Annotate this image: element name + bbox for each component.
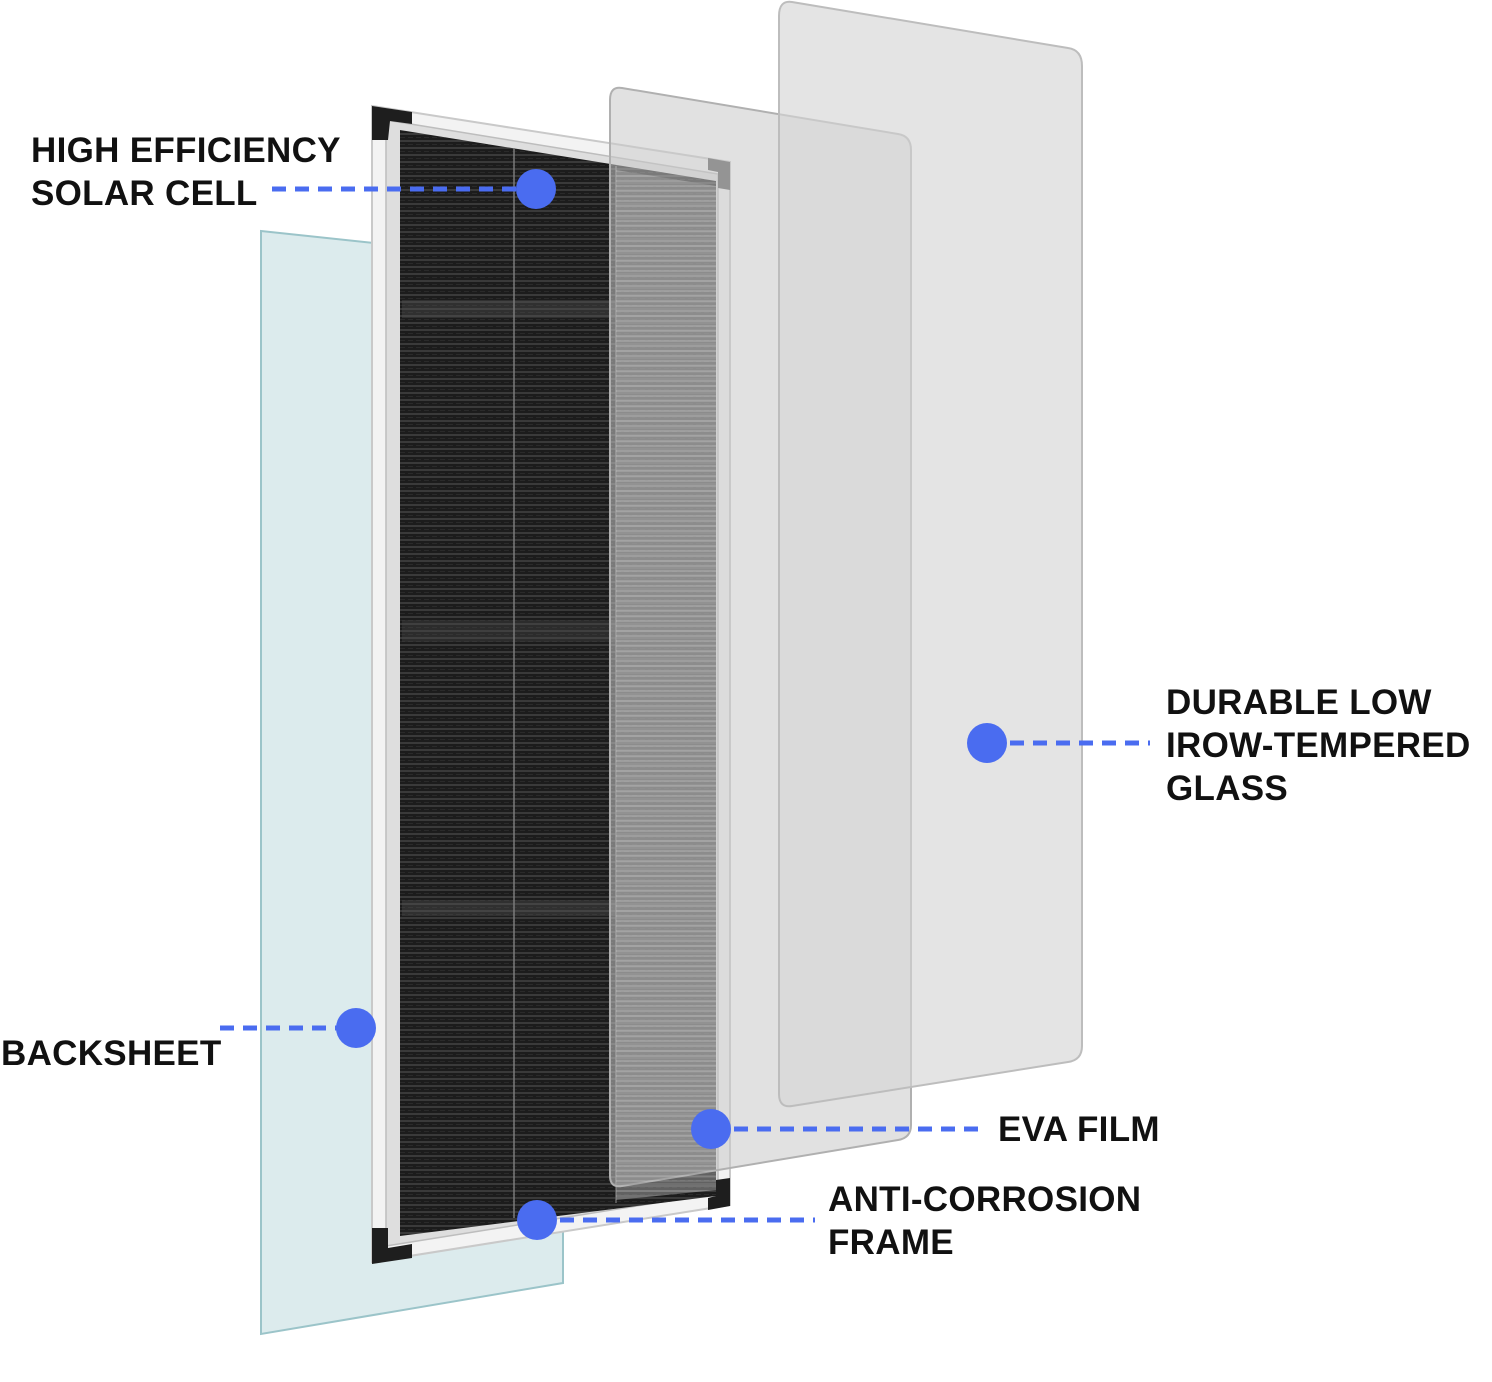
solar-cell-marker xyxy=(516,169,556,209)
backsheet-label-line1: BACKSHEET xyxy=(1,1034,222,1073)
frame-label-line1: ANTI-CORROSION xyxy=(828,1180,1142,1219)
glass-label-line2: IROW-TEMPERED xyxy=(1166,726,1471,765)
frame-marker xyxy=(517,1200,557,1240)
eva-film-marker xyxy=(691,1109,731,1149)
glass-label: DURABLE LOW IROW-TEMPERED GLASS xyxy=(1166,681,1471,810)
eva-film-label: EVA FILM xyxy=(998,1108,1160,1151)
glass-label-line1: DURABLE LOW xyxy=(1166,683,1432,722)
tempered-glass-layer xyxy=(778,0,1083,1108)
backsheet-marker xyxy=(336,1008,376,1048)
frame-label-line2: FRAME xyxy=(828,1223,954,1262)
solar-cell-label-line2: SOLAR CELL xyxy=(31,174,258,213)
glass-marker xyxy=(967,723,1007,763)
frame-label: ANTI-CORROSION FRAME xyxy=(828,1178,1141,1264)
solar-cell-label: HIGH EFFICIENCY SOLAR CELL xyxy=(31,129,341,215)
eva-film-label-line1: EVA FILM xyxy=(998,1110,1160,1149)
glass-label-line3: GLASS xyxy=(1166,769,1289,808)
solar-cell-label-line1: HIGH EFFICIENCY xyxy=(31,131,341,170)
backsheet-label: BACKSHEET xyxy=(1,1032,222,1075)
